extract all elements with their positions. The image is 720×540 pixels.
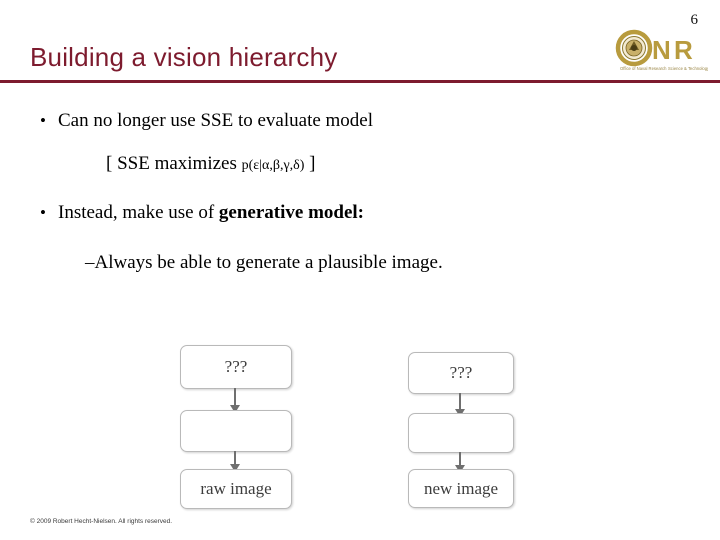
dash-marker: – bbox=[85, 252, 95, 273]
onr-logo: N R Office of Naval Research Science & T… bbox=[612, 28, 710, 76]
title-divider bbox=[0, 80, 720, 83]
diagram-arrow-left-lower bbox=[230, 451, 240, 472]
sse-formula-line: [ SSE maximizes p(ε|α,β,γ,δ) ] bbox=[106, 153, 315, 175]
copyright-footer: © 2009 Robert Hecht-Nielsen. All rights … bbox=[30, 517, 173, 525]
page-title: Building a vision hierarchy bbox=[30, 42, 338, 72]
diagram-arrow-right-lower bbox=[455, 452, 465, 473]
diagram-arrow-right-upper bbox=[455, 393, 465, 417]
diagram-box-right-top: ??? bbox=[408, 352, 514, 394]
diagram-arrow-left-upper bbox=[230, 388, 240, 413]
bullet-item-1-label: Can no longer use SSE to evaluate model bbox=[58, 110, 374, 131]
sub-bullet-item-1-label: Always be able to generate a plausible i… bbox=[94, 252, 443, 273]
bullet-item-2-label: Instead, make use of bbox=[58, 202, 219, 223]
svg-text:R: R bbox=[674, 35, 693, 65]
sse-formula-prefix: [ SSE maximizes bbox=[106, 153, 242, 174]
sse-formula-suffix: ] bbox=[304, 153, 316, 174]
svg-text:N: N bbox=[652, 35, 671, 65]
sub-bullet-item-1: –Always be able to generate a plausible … bbox=[85, 252, 443, 274]
diagram-box-left-middle bbox=[180, 410, 292, 452]
diagram-box-right-middle bbox=[408, 413, 514, 453]
bullet-item-2: • Instead, make use of generative model: bbox=[40, 202, 364, 224]
diagram-box-left-bottom: raw image bbox=[180, 469, 292, 509]
bullet-item-2-emphasis: generative model: bbox=[218, 202, 365, 223]
bullet-item-1: • Can no longer use SSE to evaluate model bbox=[40, 110, 373, 132]
bullet-marker-2: • bbox=[40, 203, 46, 222]
svg-text:Science & Technology: Science & Technology bbox=[668, 66, 708, 71]
diagram-box-left-top: ??? bbox=[180, 345, 292, 389]
svg-text:Office of Naval Research: Office of Naval Research bbox=[620, 66, 667, 71]
bullet-marker: • bbox=[40, 111, 46, 130]
sse-formula-math: p(ε|α,β,γ,δ) bbox=[241, 158, 305, 173]
diagram-box-right-bottom: new image bbox=[408, 469, 514, 508]
slide-number: 6 bbox=[690, 12, 699, 28]
